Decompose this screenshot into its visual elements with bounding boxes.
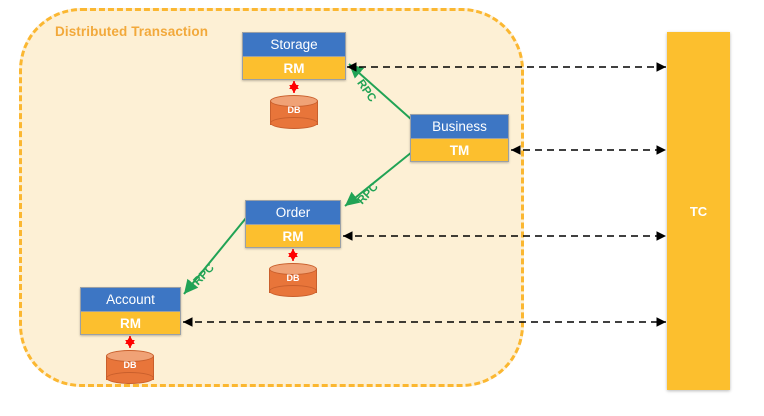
service-node-storage[interactable]: Storage RM [242, 32, 346, 80]
database-cylinder-bottom [269, 285, 317, 297]
service-node-order-title: Order [246, 201, 340, 224]
service-node-account[interactable]: Account RM [80, 287, 181, 335]
database-label-order: DB [286, 273, 300, 283]
rpc-connector-order-account [183, 217, 247, 295]
service-node-order[interactable]: Order RM [245, 200, 341, 248]
service-node-storage-title: Storage [243, 33, 345, 56]
service-node-business-role: TM [411, 138, 508, 161]
database-label-account: DB [123, 360, 137, 370]
rpc-connector-business-storage [348, 63, 413, 121]
database-cylinder-top [106, 350, 154, 362]
database-cylinder-top [269, 263, 317, 275]
database-cylinder-order[interactable]: DB [269, 263, 317, 297]
service-node-order-role: RM [246, 224, 340, 247]
database-cylinder-bottom [270, 117, 318, 129]
database-cylinder-storage[interactable]: DB [270, 95, 318, 129]
service-node-storage-role: RM [243, 56, 345, 79]
service-node-account-title: Account [81, 288, 180, 311]
transaction-coordinator-label: TC [689, 203, 708, 219]
rpc-connector-business-order [344, 151, 413, 207]
service-node-account-role: RM [81, 311, 180, 334]
service-node-business[interactable]: Business TM [410, 114, 509, 162]
database-cylinder-top [270, 95, 318, 107]
database-cylinder-account[interactable]: DB [106, 350, 154, 384]
database-label-storage: DB [287, 105, 301, 115]
database-cylinder-bottom [106, 372, 154, 384]
service-node-business-title: Business [411, 115, 508, 138]
transaction-coordinator-block[interactable]: TC [667, 32, 730, 390]
distributed-transaction-title: Distributed Transaction [55, 24, 209, 39]
